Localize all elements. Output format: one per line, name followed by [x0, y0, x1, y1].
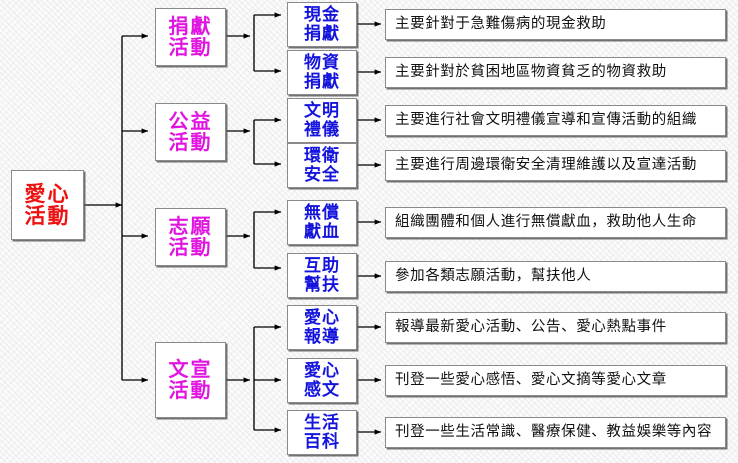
desc-love-essays: 刊登一些愛心感悟、愛心文摘等愛心文章 — [385, 365, 726, 396]
desc-sanitation-safety: 主要進行周邊環衛安全清理維護以及宣達活動 — [385, 150, 726, 181]
node-leaf-blood-donation[interactable]: 無償 獻血 — [287, 200, 357, 245]
desc-life-encyclopedia: 刊登一些生活常識、醫療保健、教益娛樂等內容 — [385, 417, 726, 448]
node-leaf-life-encyclopedia[interactable]: 生活 百科 — [287, 410, 357, 455]
node-leaf-cash-donation[interactable]: 現金 捐獻 — [287, 2, 357, 47]
node-leaf-love-report[interactable]: 愛心 報導 — [287, 305, 357, 350]
node-leaf-love-essays[interactable]: 愛心 感文 — [287, 358, 357, 403]
node-category-volunteer[interactable]: 志願 活動 — [155, 208, 226, 266]
desc-love-report: 報導最新愛心活動、公告、愛心熱點事件 — [385, 312, 726, 343]
node-leaf-goods-donation[interactable]: 物資 捐獻 — [287, 50, 357, 95]
desc-mutual-aid: 參加各類志願活動，幫扶他人 — [385, 261, 726, 292]
node-leaf-sanitation-safety[interactable]: 環衛 安全 — [287, 143, 357, 188]
node-category-publicity[interactable]: 文宣 活動 — [155, 342, 226, 418]
node-category-donation[interactable]: 捐獻 活動 — [155, 8, 226, 66]
desc-cash-donation: 主要針對于急難傷病的現金救助 — [385, 9, 726, 40]
desc-goods-donation: 主要針對於貧困地區物資貧乏的物資救助 — [385, 57, 726, 88]
node-root[interactable]: 愛心 活動 — [11, 170, 84, 240]
desc-blood-donation: 組織團體和個人進行無償獻血，救助他人生命 — [385, 207, 726, 238]
node-leaf-civility-etiquette[interactable]: 文明 禮儀 — [287, 98, 357, 143]
node-category-public-welfare[interactable]: 公益 活動 — [155, 103, 226, 161]
node-leaf-mutual-aid[interactable]: 互助 幫扶 — [287, 253, 357, 298]
desc-civility-etiquette: 主要進行社會文明禮儀宣導和宣傳活動的組織 — [385, 105, 726, 136]
